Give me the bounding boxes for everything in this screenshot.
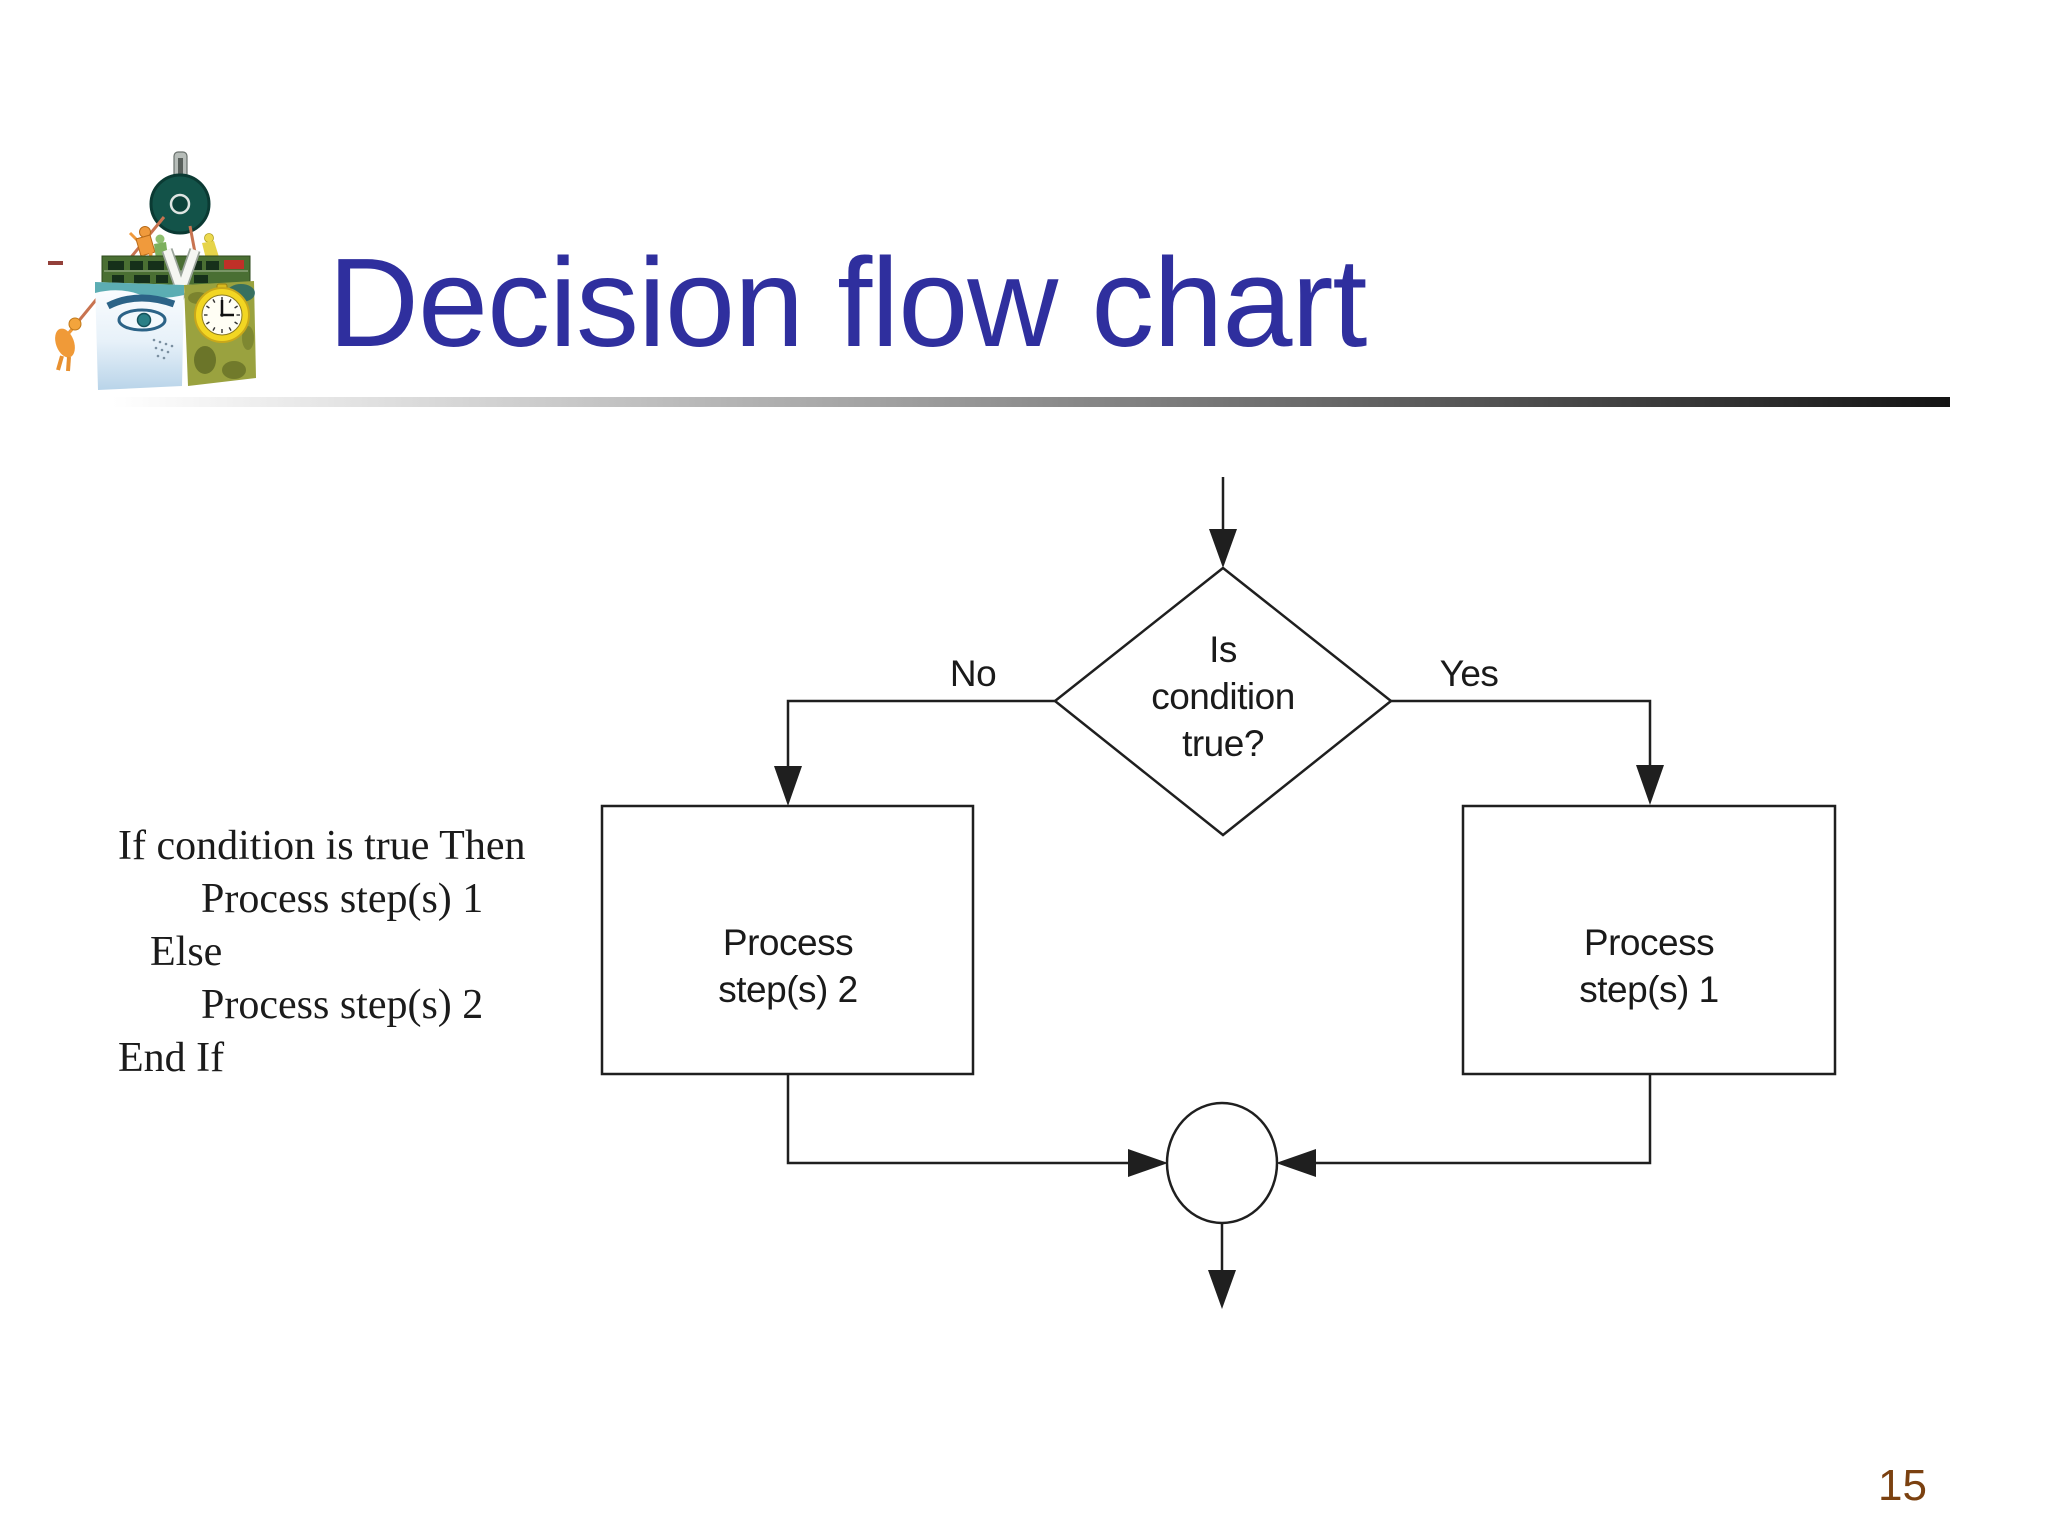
page-number: 15 [1878, 1461, 1927, 1510]
pseudocode-line-2: Process step(s) 1 [201, 876, 484, 922]
pseudocode-line-3: Else [150, 929, 223, 975]
no-branch-line [786, 699, 1055, 767]
process-box-no [600, 804, 975, 1076]
process-no-line1: Process [723, 922, 853, 963]
stopwatch-clock-icon [194, 283, 250, 343]
yes-branch-line [1391, 699, 1652, 765]
merge-left-arrowhead [1128, 1149, 1168, 1177]
pseudocode-line-4: Process step(s) 2 [201, 982, 484, 1028]
process-no-line2: step(s) 2 [718, 969, 857, 1010]
hanging-figure-icon [55, 317, 82, 372]
pulley-icon [149, 173, 211, 235]
merge-right-arrowhead [1276, 1149, 1316, 1177]
pseudocode-line-5: End If [118, 1035, 225, 1081]
decision-text-line2: condition [1151, 676, 1295, 717]
face-panel [95, 282, 184, 390]
decision-diamond [1052, 566, 1394, 837]
red-label [224, 260, 244, 269]
no-merge-line [786, 1074, 1130, 1165]
process-yes-line2: step(s) 1 [1579, 969, 1718, 1010]
dash-mark [48, 261, 63, 265]
merge-circle [1165, 1101, 1279, 1225]
slide-title: Decision flow chart [328, 232, 1367, 373]
halftone-dots [152, 338, 174, 360]
decision-text-line3: true? [1182, 723, 1264, 764]
exit-arrowhead [1208, 1270, 1236, 1309]
pseudocode-block: If condition is true Then Process step(s… [118, 820, 525, 1085]
eyebrow [106, 294, 176, 310]
no-branch-label: No [950, 653, 996, 694]
pseudocode-line-1: If condition is true Then [118, 823, 526, 869]
no-arrowhead [774, 766, 802, 806]
yes-merge-line [1314, 1074, 1652, 1165]
entry-arrowhead [1209, 529, 1237, 568]
yes-branch-label: Yes [1440, 653, 1499, 694]
process-yes-line1: Process [1584, 922, 1714, 963]
decorative-collage [48, 151, 256, 390]
decision-text-line1: Is [1209, 629, 1237, 670]
title-rule [112, 397, 1950, 407]
yes-arrowhead [1636, 765, 1664, 805]
process-box-yes [1461, 804, 1837, 1076]
helper-figures [154, 233, 219, 259]
